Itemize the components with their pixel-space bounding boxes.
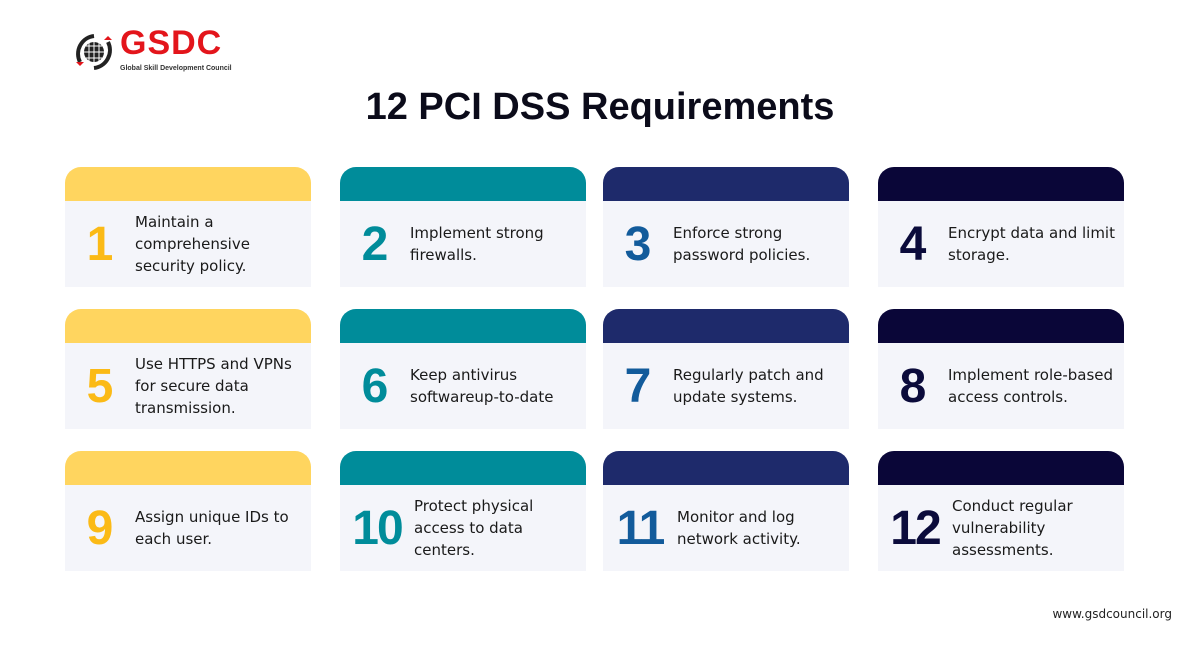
card-header [878,309,1124,343]
card-body: 9 Assign unique IDs to each user. [65,485,311,571]
requirement-text: Assign unique IDs to each user. [135,508,289,548]
card-body: 1 Maintain a comprehensive security poli… [65,201,311,287]
requirement-number: 9 [86,501,114,555]
requirement-number: 6 [361,359,389,413]
requirement-number: 4 [899,217,927,271]
requirement-number: 10 [352,501,403,555]
card-body: 2 Implement strong firewalls. [340,201,586,287]
page-title: 12 PCI DSS Requirements [365,86,835,128]
card-body: 7 Regularly patch and update systems. [603,343,849,429]
requirement-text: Monitor and log network activity. [677,508,801,548]
requirement-card: 9 Assign unique IDs to each user. [65,451,311,571]
card-header [603,167,849,201]
card-body: 5 Use HTTPS and VPNs for secure data tra… [65,343,311,429]
requirement-card: 1 Maintain a comprehensive security poli… [65,167,311,287]
requirement-card: 4 Encrypt data and limit storage. [878,167,1124,287]
requirement-card: 7 Regularly patch and update systems. [603,309,849,429]
requirement-text: Protect physical access to data centers. [414,497,534,559]
requirement-number: 7 [624,359,652,413]
card-header [65,451,311,485]
card-body: 4 Encrypt data and limit storage. [878,201,1124,287]
requirement-number: 2 [361,217,389,271]
card-body: 3 Enforce strong password policies. [603,201,849,287]
requirement-number: 12 [890,501,941,555]
card-body: 10 Protect physical access to data cente… [340,485,586,571]
requirement-card: 11 Monitor and log network activity. [603,451,849,571]
requirement-card: 12 Conduct regular vulnerability assessm… [878,451,1124,571]
card-header [340,167,586,201]
requirement-number: 8 [899,359,927,413]
logo-subtitle: Global Skill Development Council [120,65,232,72]
card-header [65,167,311,201]
requirement-text: Maintain a comprehensive security policy… [135,213,250,275]
requirement-card: 6 Keep antivirus softwareup-to-date [340,309,586,429]
requirement-card: 2 Implement strong firewalls. [340,167,586,287]
card-body: 6 Keep antivirus softwareup-to-date [340,343,586,429]
requirement-card: 10 Protect physical access to data cente… [340,451,586,571]
requirement-number: 1 [86,217,114,271]
card-header [340,451,586,485]
requirement-text: Regularly patch and update systems. [673,366,824,406]
requirement-number: 11 [616,501,666,555]
card-header [878,167,1124,201]
requirement-text: Use HTTPS and VPNs for secure data trans… [135,355,292,417]
card-header [878,451,1124,485]
requirement-number: 5 [86,359,114,413]
card-body: 12 Conduct regular vulnerability assessm… [878,485,1124,571]
requirement-text: Keep antivirus softwareup-to-date [410,366,554,406]
requirement-text: Implement strong firewalls. [410,224,544,264]
requirement-text: Encrypt data and limit storage. [948,224,1115,264]
card-header [340,309,586,343]
requirement-number: 3 [624,217,652,271]
globe-icon [76,34,112,70]
website-url: www.gsdcouncil.org [1052,607,1172,621]
gsdc-logo: GSDC Global Skill Development Council [72,24,232,76]
requirement-card: 5 Use HTTPS and VPNs for secure data tra… [65,309,311,429]
requirement-text: Conduct regular vulnerability assessment… [952,497,1073,559]
requirement-text: Enforce strong password policies. [673,224,811,264]
card-body: 8 Implement role-based access controls. [878,343,1124,429]
requirement-card: 8 Implement role-based access controls. [878,309,1124,429]
requirement-card: 3 Enforce strong password policies. [603,167,849,287]
card-header [603,309,849,343]
card-body: 11 Monitor and log network activity. [603,485,849,571]
logo-wordmark: GSDC [120,24,223,62]
card-header [603,451,849,485]
card-header [65,309,311,343]
requirement-text: Implement role-based access controls. [948,366,1114,406]
